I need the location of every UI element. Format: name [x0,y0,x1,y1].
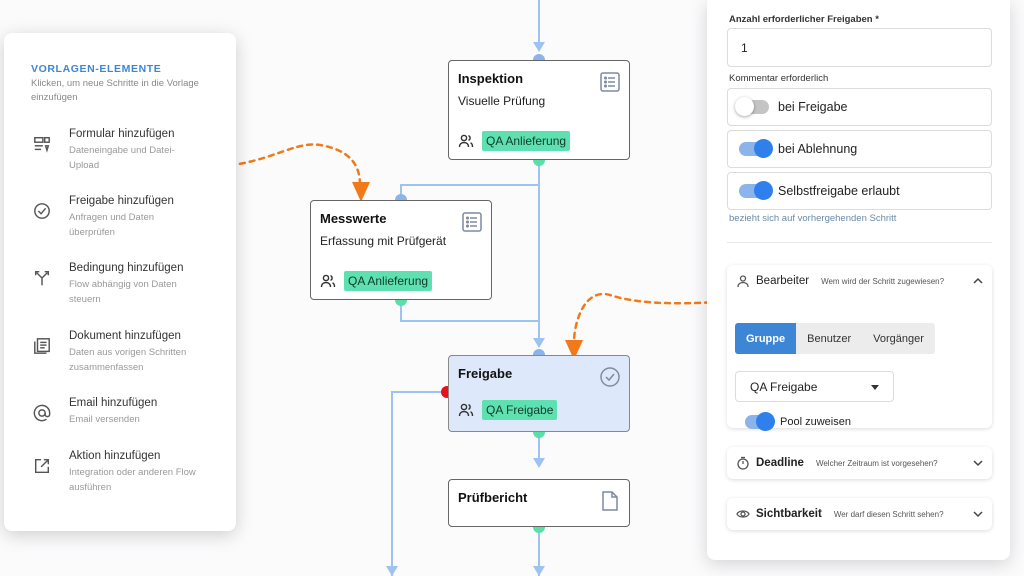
node-title: Prüfbericht [458,490,528,505]
item-title: Formular hinzufügen [69,128,175,140]
section-title: Deadline [756,457,804,469]
user-icon [737,275,749,288]
assignee-section: Bearbeiter Wem wird der Schritt zugewies… [727,265,992,431]
section-title: Bearbeiter [756,275,810,287]
template-elements-panel: VORLAGEN-ELEMENTE Klicken, um neue Schri… [4,33,236,531]
pool-toggle-row[interactable]: Pool zuweisen [745,412,851,431]
pool-toggle[interactable] [745,412,775,431]
node-title: Messwerte [320,211,387,226]
toggle-label: Selbstfreigabe erlaubt [778,184,900,198]
caret-down-icon [871,385,879,390]
approvals-input[interactable]: 1 [727,28,992,67]
palette-subtitle: Klicken, um neue Schritte in die Vorlage… [31,78,199,103]
toggle-label: bei Freigabe [778,100,848,114]
section-hint: Wer darf diesen Schritt sehen? [833,509,944,519]
comment-label: Kommentar erforderlich [729,73,829,84]
toggle-row-approval[interactable]: bei Freigabe [727,88,992,126]
item-desc: Dateneingabe und Datei-Upload [69,145,175,171]
toggle-switch[interactable] [735,97,769,116]
node-desc: Erfassung mit Prüfgerät [320,234,447,248]
visibility-section-header[interactable]: Sichtbarkeit Wer darf diesen Schritt seh… [727,498,992,530]
annotation-arrow [188,143,362,187]
assignee-badge: QA Anlieferung [344,271,433,291]
item-title: Bedingung hinzufügen [69,262,184,274]
node-pruefbericht[interactable]: Prüfbericht [448,479,630,527]
add-approval-item[interactable]: Freigabe hinzufügen Anfragen und Daten ü… [31,194,221,240]
approvals-value: 1 [741,41,748,55]
connector [400,184,539,200]
deadline-section[interactable]: Deadline Welcher Zeitraum ist vorgesehen… [727,447,992,479]
check-circle-icon [600,367,620,387]
item-title: Aktion hinzufügen [69,450,161,462]
palette-title: VORLAGEN-ELEMENTE [31,63,162,75]
item-desc: Flow abhängig von Daten steuern [69,279,177,305]
section-hint: Wem wird der Schritt zugewiesen? [821,276,945,286]
assignee-badge: QA Anlieferung [482,131,571,151]
add-action-item[interactable]: Aktion hinzufügen Integration oder ander… [31,449,221,495]
item-desc: Daten aus vorigen Schritten zusammenfass… [69,347,187,373]
add-document-item[interactable]: Dokument hinzufügen Daten aus vorigen Sc… [31,329,221,375]
item-title: Dokument hinzufügen [69,330,181,342]
annotation-arrow [572,292,742,342]
users-icon [458,403,474,417]
toggle-label: bei Ablehnung [778,142,858,156]
connector [400,300,539,322]
node-messwerte[interactable]: Messwerte Erfassung mit Prüfgerät QA Anl… [310,200,492,300]
form-icon [31,133,53,155]
add-form-item[interactable]: Formular hinzufügen Dateneingabe und Dat… [31,127,221,173]
node-title: Freigabe [458,366,513,381]
document-icon [31,335,53,357]
item-desc: Integration oder anderen Flow ausführen [69,467,196,493]
section-title: Sichtbarkeit [756,508,822,520]
visibility-section[interactable]: Sichtbarkeit Wer darf diesen Schritt seh… [727,498,992,530]
approvals-label: Anzahl erforderlicher Freigaben * [729,14,879,25]
item-title: Freigabe hinzufügen [69,195,174,207]
pool-label: Pool zuweisen [780,416,851,428]
add-condition-item[interactable]: Bedingung hinzufügen Flow abhängig von D… [31,261,221,307]
tab-vorgaenger[interactable]: Vorgänger [862,323,935,354]
check-circle-icon [31,200,53,222]
add-email-item[interactable]: Email hinzufügen Email versenden [31,396,221,427]
timer-icon [737,456,749,470]
deadline-section-header[interactable]: Deadline Welcher Zeitraum ist vorgesehen… [727,447,992,479]
at-icon [31,402,53,424]
node-freigabe[interactable]: Freigabe QA Freigabe [448,355,630,432]
item-desc: Anfragen und Daten überprüfen [69,212,155,238]
assignee-type-tabs: Gruppe Benutzer Vorgänger [735,323,935,354]
chevron-up-icon[interactable] [973,276,983,286]
group-select-value: QA Freigabe [750,379,818,394]
users-icon [458,134,474,148]
item-desc: Email versenden [69,414,140,425]
assignee-row: QA Anlieferung [458,131,571,151]
connector [391,391,447,576]
chevron-down-icon[interactable] [973,509,983,519]
eye-icon [736,510,750,518]
node-title: Inspektion [458,71,524,86]
group-select[interactable]: QA Freigabe [735,371,894,402]
divider [727,242,992,243]
users-icon [320,274,336,288]
properties-panel: Anzahl erforderlicher Freigaben * 1 Komm… [707,0,1010,560]
assignee-section-header[interactable]: Bearbeiter Wem wird der Schritt zugewies… [727,265,992,297]
toggle-switch[interactable] [739,181,773,200]
assignee-row: QA Freigabe [458,400,558,420]
branch-icon [31,267,53,289]
tab-benutzer[interactable]: Benutzer [796,323,863,354]
assignee-badge: QA Freigabe [482,400,558,420]
toggle-row-self-approval[interactable]: Selbstfreigabe erlaubt [727,172,992,210]
toggle-row-rejection[interactable]: bei Ablehnung [727,130,992,168]
form-list-icon [600,72,620,92]
chevron-down-icon[interactable] [973,458,983,468]
toggle-hint: bezieht sich auf vorhergehenden Schritt [729,213,897,224]
external-link-icon [31,455,53,477]
section-hint: Welcher Zeitraum ist vorgesehen? [815,458,938,468]
form-list-icon [462,212,482,232]
node-inspektion[interactable]: Inspektion Visuelle Prüfung QA Anlieferu… [448,60,630,160]
tab-gruppe[interactable]: Gruppe [735,323,797,354]
node-desc: Visuelle Prüfung [458,94,546,108]
toggle-switch[interactable] [739,139,773,158]
file-icon [602,491,618,511]
item-title: Email hinzufügen [69,397,158,409]
assignee-row: QA Anlieferung [320,271,433,291]
